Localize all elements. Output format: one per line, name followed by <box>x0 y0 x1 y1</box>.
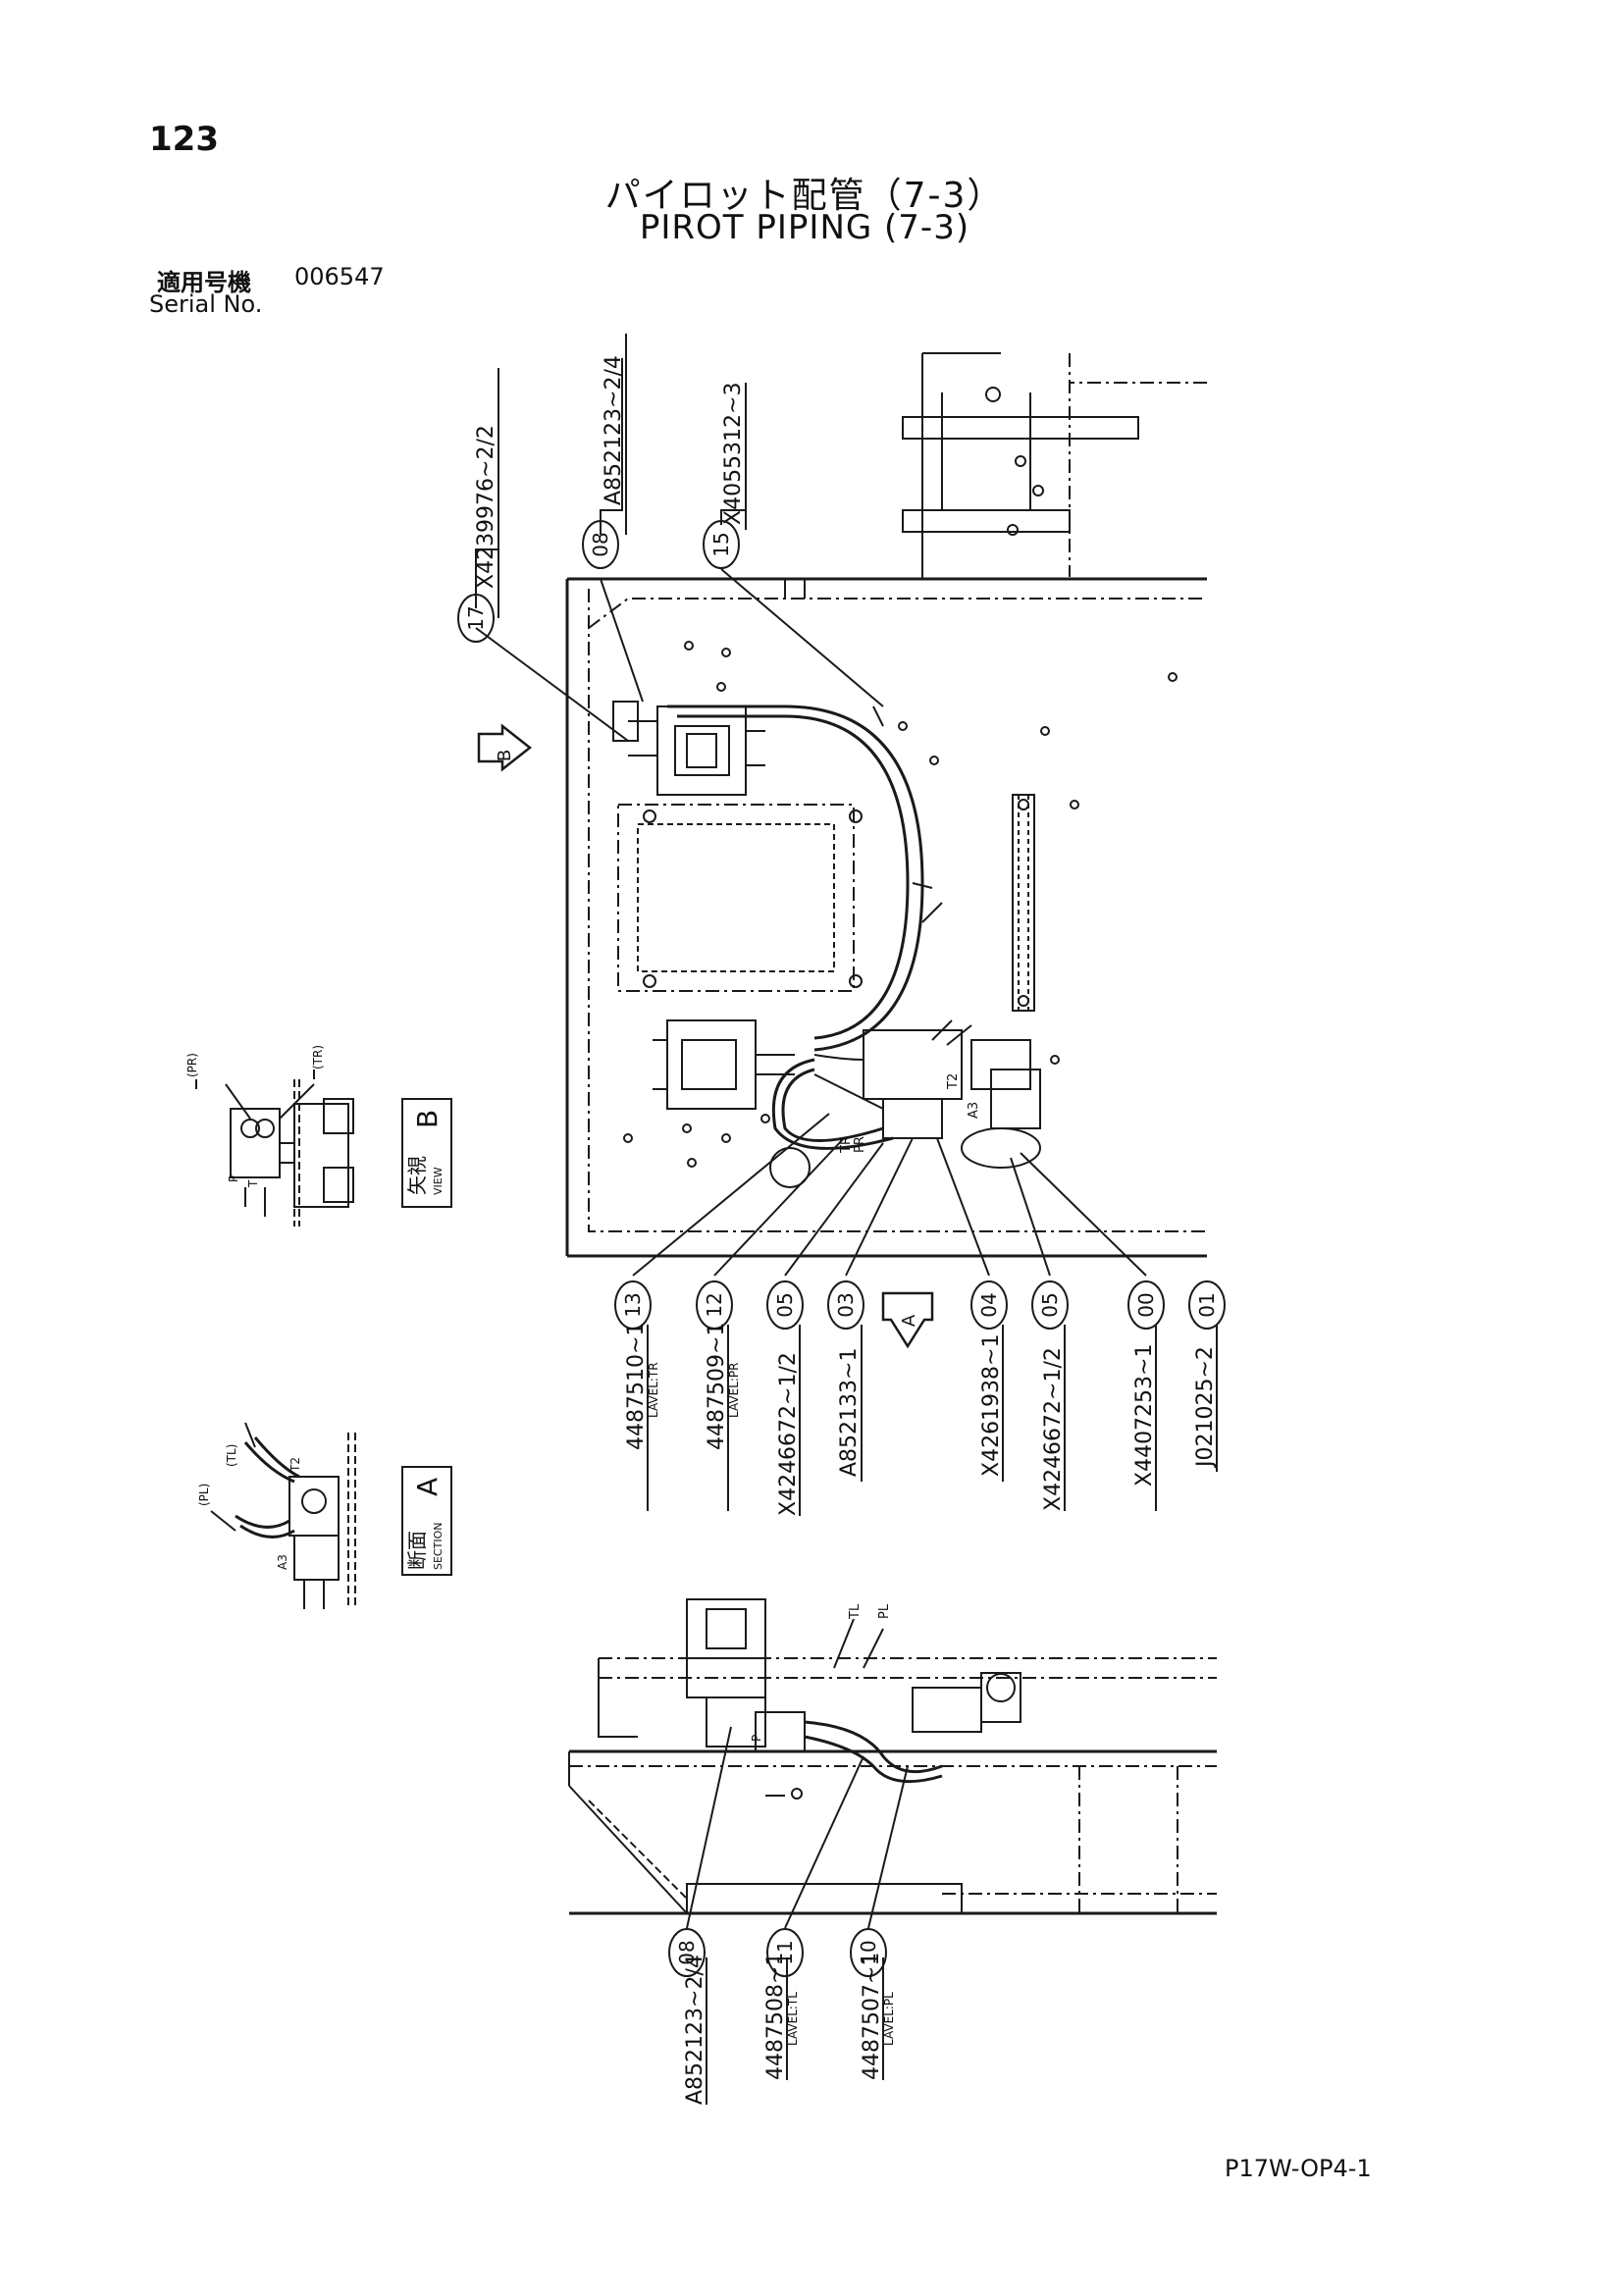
part-number-underlines <box>497 334 1218 2105</box>
port-label-a3: A3 <box>967 1102 981 1119</box>
callout-00: 00 <box>1134 1292 1158 1317</box>
side-view-leader-lines <box>686 1726 909 1929</box>
top-leader-lines <box>475 358 884 742</box>
callout-03: 03 <box>834 1292 858 1317</box>
part-number-03: A852133~1 <box>837 1348 862 1477</box>
section-a-label-box <box>401 1466 452 1576</box>
section-a-tl-label: (TL) <box>225 1444 238 1467</box>
port-label-pr: PR <box>853 1136 867 1153</box>
view-b-sketch <box>195 1070 354 1226</box>
part-number-04: X4261938~1 <box>979 1334 1004 1477</box>
serial-number-value: 006547 <box>294 263 385 290</box>
part-number-12: 4487509~1 <box>705 1323 729 1450</box>
view-b-t-label: T <box>246 1179 260 1188</box>
document-code: P17W-OP4-1 <box>1225 2155 1372 2182</box>
serial-label-japanese: 適用号機 <box>157 269 251 296</box>
section-a-letter: A <box>411 1478 444 1496</box>
section-a-pl-label: (PL) <box>197 1484 211 1506</box>
part-number-00: X4407253~1 <box>1132 1344 1157 1487</box>
bottom-callouts <box>614 1280 1226 1330</box>
view-arrow-b <box>477 723 533 772</box>
section-a-japanese: 断面 <box>405 1531 429 1570</box>
part-number-13: 4487510~1 <box>624 1323 649 1450</box>
view-b-p-label: P <box>227 1175 240 1182</box>
callout-10: 10 <box>857 1940 880 1964</box>
serial-label-english: Serial No. <box>149 290 263 318</box>
callout-08-side: 08 <box>675 1940 699 1964</box>
view-b-pr-label: (PR) <box>185 1053 199 1077</box>
view-b-tr-label: (TR) <box>311 1045 325 1070</box>
callout-11: 11 <box>773 1940 797 1964</box>
label-note-10: LAVEL:PL <box>882 1992 896 2046</box>
port-label-t2: T2 <box>946 1073 961 1090</box>
callout-17: 17 <box>464 605 488 630</box>
page-title-english: PIROT PIPING (7-3) <box>639 208 970 247</box>
side-view <box>568 1598 1217 1915</box>
view-arrow-b-letter: B <box>495 750 515 761</box>
callout-12: 12 <box>703 1292 726 1317</box>
section-a-a3-label: A3 <box>276 1554 289 1570</box>
part-number-01: J021025~2 <box>1193 1346 1218 1469</box>
part-number-17: X4239976~2/2 <box>474 425 498 589</box>
section-arrow-a-letter: A <box>899 1314 919 1327</box>
page-title-japanese: パイロット配管（7-3） <box>604 176 1005 216</box>
page-number: 123 <box>149 120 219 159</box>
label-note-12: LAVEL:PR <box>727 1363 741 1419</box>
callout-04: 04 <box>977 1292 1001 1317</box>
port-label-tr: TR <box>839 1136 854 1154</box>
part-number-10: 4487507~1 <box>860 1953 884 2080</box>
view-b-label-box <box>401 1098 452 1208</box>
part-number-08-side: A852123~2/4 <box>683 1955 707 2105</box>
callout-01: 01 <box>1195 1292 1219 1317</box>
side-view-p-label: P <box>750 1735 763 1742</box>
view-b-letter: B <box>411 1110 444 1128</box>
section-a-sketch <box>210 1422 356 1609</box>
main-top-view <box>565 352 1207 1258</box>
section-a-english: SECTION <box>432 1523 445 1570</box>
bottom-leader-lines <box>632 1113 1147 1277</box>
part-number-15: X4055312~3 <box>721 383 746 525</box>
part-number-11: 4487508~1 <box>763 1953 788 2080</box>
side-view-tl-label: TL <box>848 1603 863 1620</box>
side-view-pl-label: PL <box>877 1603 892 1619</box>
section-arrow-a <box>881 1291 934 1349</box>
section-a-t2-label: T2 <box>288 1457 302 1473</box>
callout-05-a: 05 <box>773 1292 797 1317</box>
part-number-05-b: X4246672~1/2 <box>1041 1347 1066 1511</box>
view-b-english: VIEW <box>432 1167 445 1195</box>
callout-15: 15 <box>709 532 733 556</box>
part-number-05-a: X4246672~1/2 <box>776 1352 801 1516</box>
callout-05-b: 05 <box>1038 1292 1062 1317</box>
view-b-japanese: 矢視 <box>405 1156 429 1195</box>
side-view-callouts <box>668 1928 887 1977</box>
callout-08: 08 <box>589 532 612 556</box>
top-callouts <box>457 520 740 643</box>
part-number-08: A852123~2/4 <box>602 355 626 505</box>
label-note-11: LAVEL:TL <box>786 1992 800 2046</box>
callout-13: 13 <box>621 1292 645 1317</box>
label-note-13: LAVEL:TR <box>647 1362 660 1418</box>
